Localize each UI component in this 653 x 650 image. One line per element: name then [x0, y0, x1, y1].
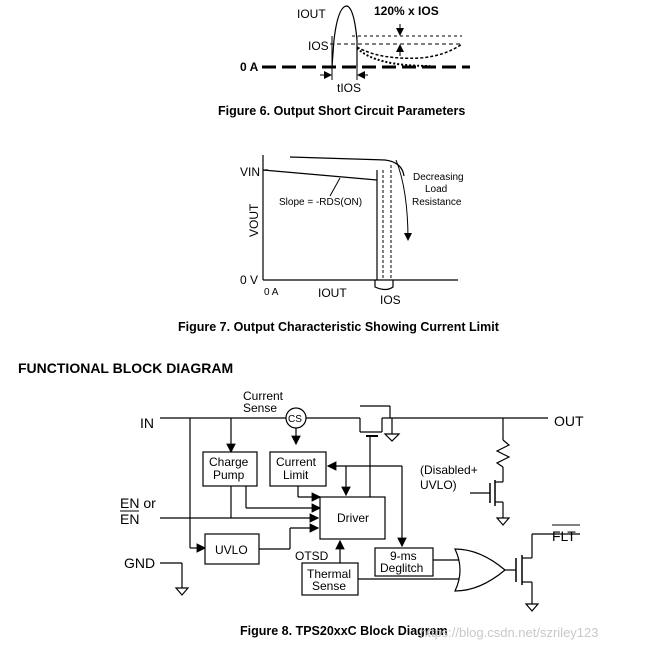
fig8-cs-label: CS: [288, 414, 302, 425]
section-title: FUNCTIONAL BLOCK DIAGRAM: [18, 360, 233, 376]
fig7-iout-label: IOUT: [318, 286, 347, 300]
figure-8-caption: Figure 8. TPS20xxC Block Diagram: [240, 624, 448, 638]
fig8-charge-pump-1: Charge: [209, 455, 249, 469]
fig8-disabled-1: (Disabled+: [420, 463, 478, 477]
fig8-current-sense-1: Current: [243, 389, 284, 403]
fig8-thermal-sense-1: Thermal: [307, 567, 351, 581]
fig8-otsd-label: OTSD: [295, 549, 329, 563]
fig8-uvlo-label: UVLO: [215, 543, 248, 557]
fig6-0a-label: 0 A: [240, 60, 259, 74]
figure-6-caption: Figure 6. Output Short Circuit Parameter…: [218, 104, 465, 118]
fig8-deglitch-2: Deglitch: [380, 561, 423, 575]
fig7-0a-label: 0 A: [264, 287, 279, 298]
fig8-current-limit-1: Current: [276, 455, 317, 469]
fig6-tios-label: tIOS: [337, 81, 361, 95]
fig6-ios-label: IOS: [308, 39, 329, 53]
fig6-120pct-label: 120% x IOS: [374, 4, 439, 18]
fig7-vout-label: VOUT: [247, 203, 261, 237]
fig7-ios-label: IOS: [380, 293, 401, 307]
fig7-decreasing-1: Decreasing: [413, 172, 464, 183]
fig8-pin-in: IN: [140, 415, 154, 431]
fig8-current-limit-2: Limit: [283, 468, 309, 482]
fig8-thermal-sense-2: Sense: [312, 579, 346, 593]
figure-7-plot: [262, 155, 458, 291]
watermark: https://blog.csdn.net/szriley123: [420, 625, 599, 640]
fig8-pin-gnd: GND: [124, 555, 155, 571]
fig8-driver-label: Driver: [337, 511, 369, 525]
fig7-slope-label: Slope = -RDS(ON): [279, 197, 362, 208]
fig6-iout-label: IOUT: [297, 7, 326, 21]
figure-8-block-diagram: [160, 405, 580, 612]
fig8-pin-en-bar: EN: [120, 511, 139, 527]
fig8-pin-en: EN or: [120, 495, 156, 511]
fig8-deglitch-1: 9-ms: [390, 549, 417, 563]
figure-7-caption: Figure 7. Output Characteristic Showing …: [178, 320, 500, 334]
fig8-current-sense-2: Sense: [243, 401, 277, 415]
fig8-charge-pump-2: Pump: [213, 468, 245, 482]
fig7-decreasing-3: Resistance: [412, 197, 462, 208]
fig8-disabled-2: UVLO): [420, 478, 457, 492]
fig7-vin-label: VIN: [240, 165, 260, 179]
fig8-pin-flt: FLT: [552, 528, 576, 544]
fig8-pin-out: OUT: [554, 413, 584, 429]
fig7-0v-label: 0 V: [240, 273, 258, 287]
figure-6-waveform: [262, 5, 470, 80]
fig7-decreasing-2: Load: [425, 184, 447, 195]
